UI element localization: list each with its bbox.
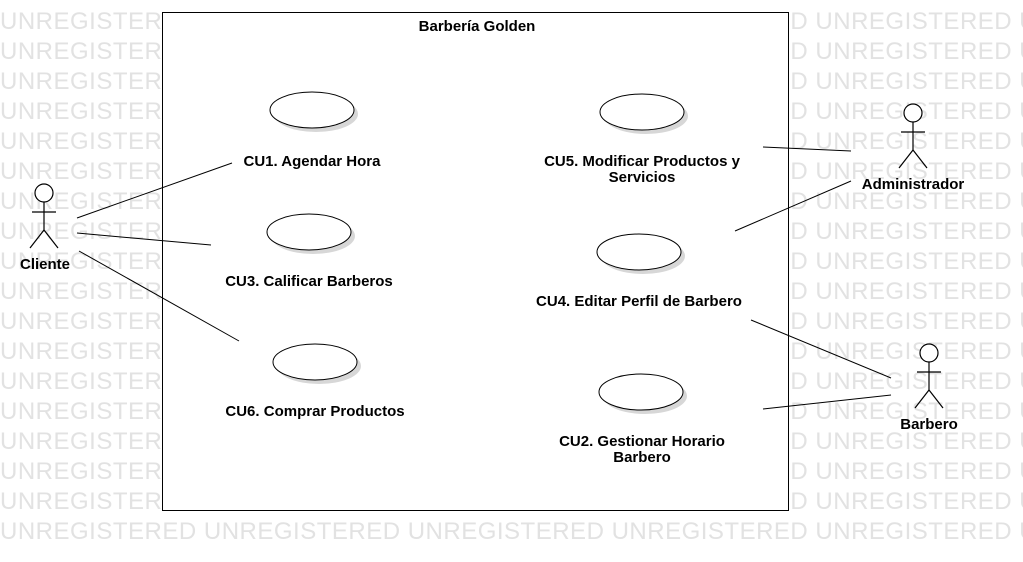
actor-cliente-figure[interactable] [29,183,59,249]
use-case-cu5-ellipse[interactable] [599,93,688,134]
association-administrador-cu4 [734,180,852,232]
association-cliente-cu1 [76,162,233,219]
association-cliente-cu6 [78,250,240,342]
use-case-cu3-ellipse[interactable] [266,213,355,254]
use-case-cu1-label[interactable]: CU1. Agendar Hora [243,153,381,170]
system-boundary [162,12,789,511]
use-case-cu2-ellipse[interactable] [598,373,687,414]
association-barbero-cu2 [762,394,892,410]
actor-barbero-figure[interactable] [914,343,944,409]
use-case-cu4-label[interactable]: CU4. Editar Perfil de Barbero [536,293,742,310]
use-case-cu6-ellipse[interactable] [272,343,361,384]
association-administrador-cu5 [762,146,852,152]
use-case-cu6-label[interactable]: CU6. Comprar Productos [225,403,405,420]
association-barbero-cu4 [750,319,892,379]
use-case-cu3-label[interactable]: CU3. Calificar Barberos [225,273,393,290]
actor-barbero-label: Barbero [900,416,958,433]
system-title: Barbería Golden [418,18,536,35]
actor-administrador-figure[interactable] [898,103,928,169]
use-case-cu1-ellipse[interactable] [269,91,358,132]
actor-cliente-label: Cliente [19,256,70,273]
use-case-cu4-ellipse[interactable] [596,233,685,274]
association-cliente-cu3 [76,232,212,246]
actor-administrador-label: Administrador [861,176,965,193]
use-case-cu2-label[interactable]: CU2. Gestionar Horario Barbero [559,433,725,466]
watermark-row: UNREGISTERED UNREGISTERED UNREGISTERED U… [0,518,1023,545]
use-case-cu5-label[interactable]: CU5. Modificar Productos y Servicios [544,153,740,186]
